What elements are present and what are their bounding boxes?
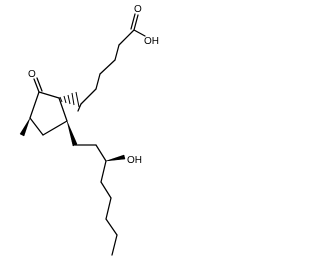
bond-chain-2 — [114, 44, 120, 61]
bond-lower-3 — [100, 160, 107, 183]
bond-chain-1 — [118, 29, 135, 46]
bond-ring-c3-c2 — [58, 97, 68, 122]
bond-ring-c4-c3 — [42, 120, 68, 136]
bond-chain-5 — [80, 88, 97, 105]
atom-label-carboxyl-oh: OH — [144, 36, 159, 47]
bond-ring-c1-c5 — [29, 91, 40, 119]
bond-chain-4 — [95, 73, 101, 90]
wedge-bond-lower-chain — [66, 120, 78, 147]
bond-carbonyl-double-a — [133, 14, 139, 31]
bond-carbonyl-double-b — [130, 13, 136, 30]
cyclopentane-ring — [29, 91, 68, 136]
bond-chain-3 — [99, 59, 116, 75]
ring-hydroxyl-group — [19, 117, 31, 137]
lower-alkyl-chain — [66, 120, 118, 256]
wedge-bond-ring-oh — [19, 117, 31, 137]
bond-lower-2 — [95, 144, 107, 162]
bond-lower-5 — [105, 197, 112, 220]
bond-ketone-double-b — [36, 77, 43, 92]
bond-chain-6 — [77, 103, 82, 112]
bond-ketone-double-a — [33, 78, 40, 93]
wedge-bond-sidechain-oh — [105, 154, 126, 162]
hash-5 — [75, 91, 80, 108]
sidechain-hydroxyl-group: OH — [105, 154, 142, 166]
atom-label-carboxyl-o: O — [134, 4, 142, 15]
bond-lower-6 — [105, 218, 118, 236]
bond-ring-c5-c4 — [29, 117, 44, 136]
carboxylic-acid-group: O OH — [130, 4, 159, 47]
atom-label-ketone-o: O — [28, 69, 36, 80]
upper-alkyl-chain — [77, 29, 135, 112]
hashed-bond-upper-chain — [59, 91, 80, 108]
atom-label-sidechain-oh: OH — [127, 155, 142, 166]
hash-3 — [67, 94, 71, 105]
bond-lower-7 — [111, 234, 118, 256]
bond-carboxyl-oh — [133, 29, 146, 37]
hash-2 — [63, 95, 67, 104]
hash-1 — [59, 96, 63, 103]
bond-lower-4 — [100, 181, 112, 199]
chemical-structure-diagram: O OH O — [19, 4, 159, 256]
bond-ring-c1-c2 — [38, 91, 60, 99]
hash-4 — [71, 92, 75, 106]
ketone-group: O — [28, 69, 43, 93]
